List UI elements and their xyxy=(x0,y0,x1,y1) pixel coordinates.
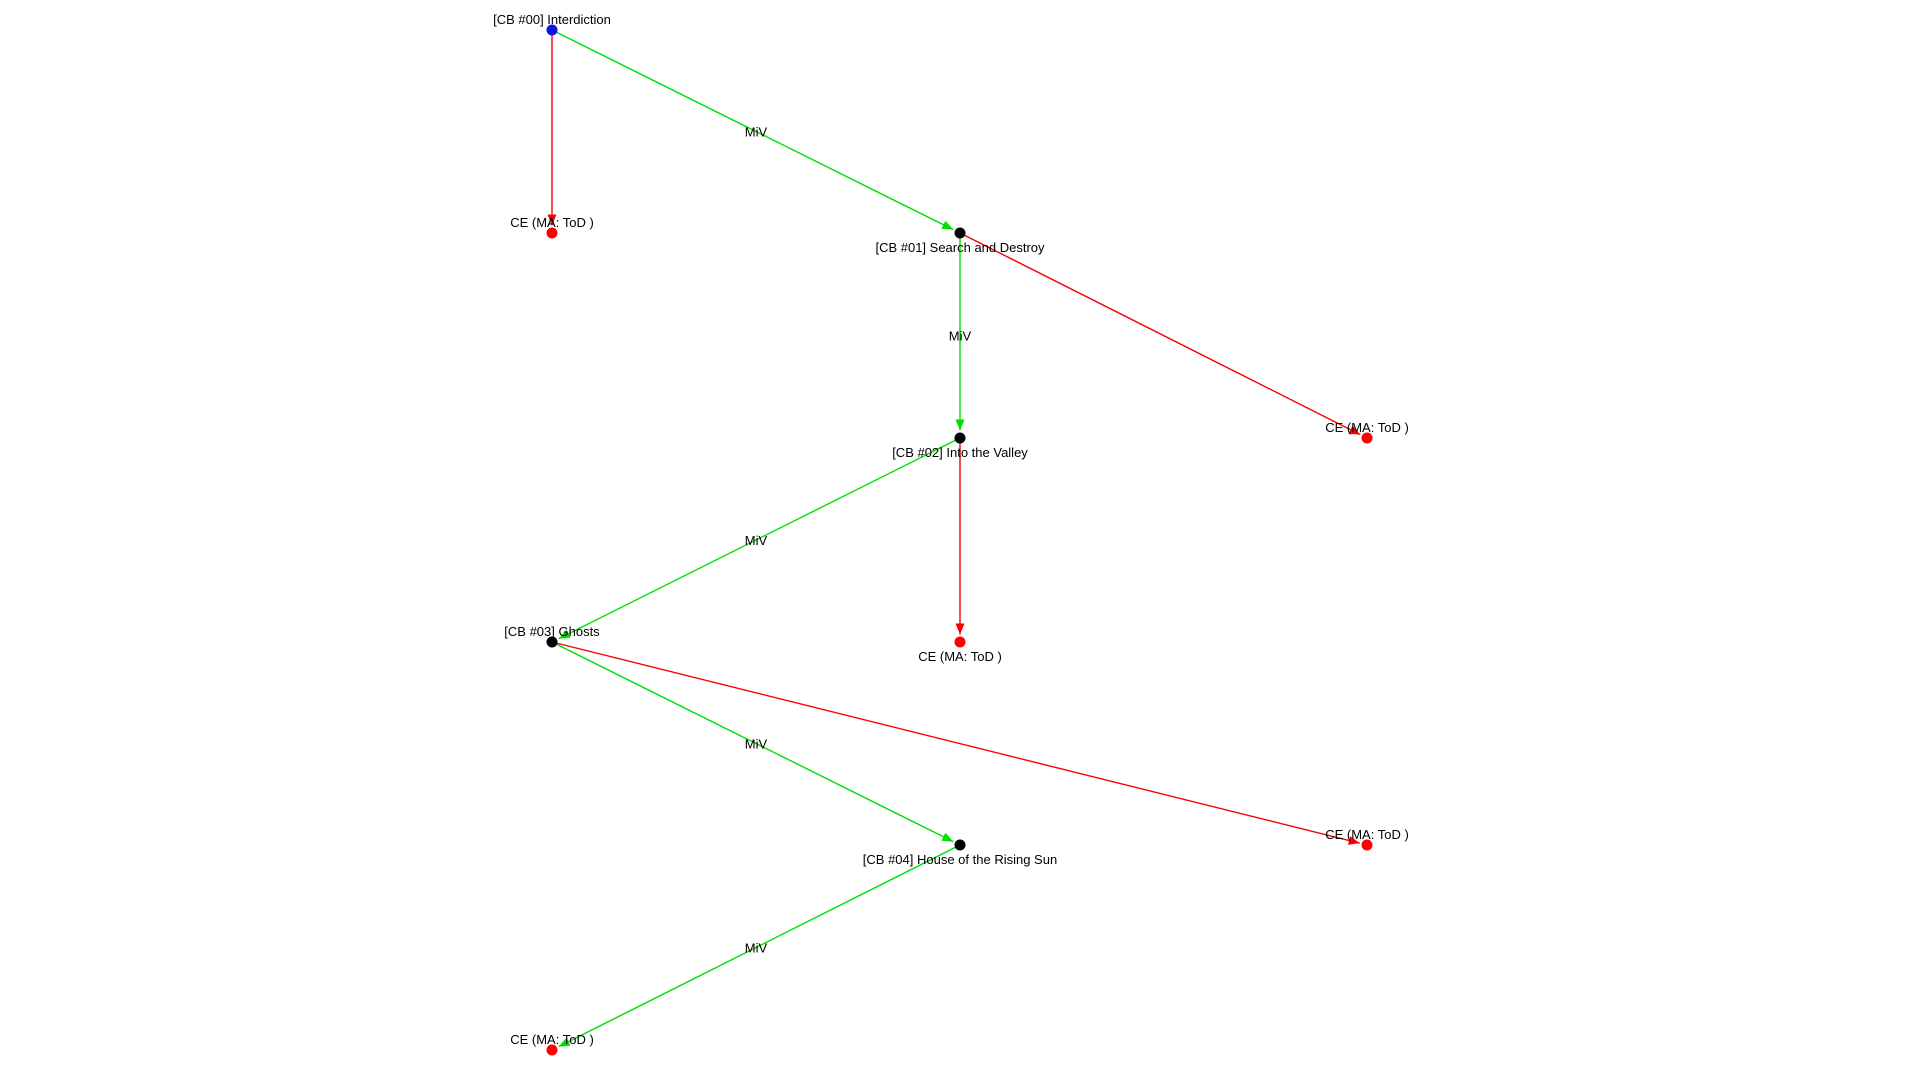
node-ce3[interactable] xyxy=(1361,839,1373,851)
edge-cb01-ce1 xyxy=(959,232,1361,436)
node-label-cb04: [CB #04] House of the Rising Sun xyxy=(863,852,1057,867)
node-ce1[interactable] xyxy=(1361,432,1373,444)
node-label-cb00: [CB #00] Interdiction xyxy=(493,12,611,27)
node-label-ce1: CE (MA: ToD ) xyxy=(1325,420,1409,435)
edge-cb03-cb04 xyxy=(551,641,954,843)
edge-label-cb02-cb03: MiV xyxy=(745,533,768,548)
edge-label-cb04-ce4: MiV xyxy=(745,941,768,956)
edge-label-cb00-cb01: MiV xyxy=(745,125,768,140)
node-ce2[interactable] xyxy=(954,636,966,648)
edge-cb03-ce3 xyxy=(551,641,1360,845)
node-label-cb03: [CB #03] Ghosts xyxy=(504,624,600,639)
node-label-ce0: CE (MA: ToD ) xyxy=(510,215,594,230)
node-ce4[interactable] xyxy=(546,1044,558,1056)
node-label-ce2: CE (MA: ToD ) xyxy=(918,649,1002,664)
node-cb02[interactable] xyxy=(954,432,966,444)
edge-cb04-ce4 xyxy=(558,844,961,1048)
node-label-ce3: CE (MA: ToD ) xyxy=(1325,827,1409,842)
node-label-cb01: [CB #01] Search and Destroy xyxy=(875,240,1045,255)
node-cb01[interactable] xyxy=(954,227,966,239)
node-label-ce4: CE (MA: ToD ) xyxy=(510,1032,594,1047)
node-cb00[interactable] xyxy=(546,24,558,36)
node-label-cb02: [CB #02] Into the Valley xyxy=(892,445,1028,460)
edge-label-cb01-cb02: MiV xyxy=(949,329,972,344)
node-ce0[interactable] xyxy=(546,227,558,239)
node-cb04[interactable] xyxy=(954,839,966,851)
edge-cb02-cb03 xyxy=(558,437,961,640)
edge-cb00-cb01 xyxy=(551,29,954,231)
node-cb03[interactable] xyxy=(546,636,558,648)
edge-label-cb03-cb04: MiV xyxy=(745,737,768,752)
